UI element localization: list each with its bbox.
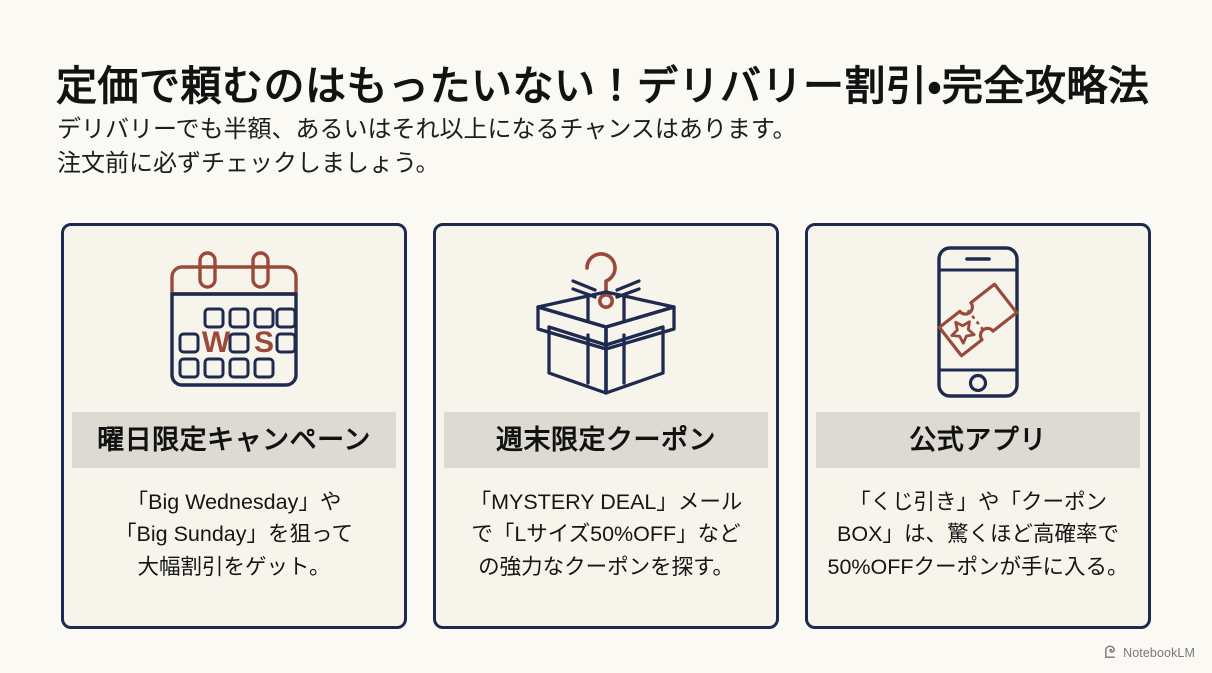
card-body: 「くじ引き」や「クーポン BOX」は、驚くほど高確率で 50%OFFクーポンが手… — [808, 468, 1148, 626]
cards-row: W S 曜日限定キャンペーン 「Big Wednesday」や 「Big Sun… — [61, 223, 1151, 629]
card-body-line: の強力なクーポンを探す。 — [478, 554, 734, 579]
mystery-gift-box-icon — [536, 251, 676, 395]
subtitle-block: デリバリーでも半額、あるいはそれ以上になるチャンスはあります。 注文前に必ずチェ… — [57, 113, 1147, 181]
ticket-shape — [937, 282, 1019, 358]
card-weekday-campaign[interactable]: W S 曜日限定キャンペーン 「Big Wednesday」や 「Big Sun… — [61, 223, 407, 629]
card-title: 公式アプリ — [909, 424, 1047, 455]
card-official-app[interactable]: 公式アプリ 「くじ引き」や「クーポン BOX」は、驚くほど高確率で 50%OFF… — [805, 223, 1151, 629]
calendar-icon-wrap: W S — [64, 226, 404, 412]
card-body-line: 「くじ引き」や「クーポン — [848, 490, 1107, 514]
card-body-line: 「Big Sunday」を狙って — [115, 522, 353, 547]
card-body-line: 「Big Wednesday」や — [126, 490, 342, 514]
smartphone-coupon-icon-wrap — [808, 226, 1148, 412]
smartphone-coupon-icon — [937, 246, 1019, 398]
card-title-band: 週末限定クーポン — [444, 412, 768, 468]
card-title: 週末限定クーポン — [496, 424, 716, 455]
notebooklm-watermark: NotebookLM — [1103, 645, 1195, 660]
card-body: 「MYSTERY DEAL」メール で「Lサイズ50%OFF」など の強力なクー… — [436, 468, 776, 626]
card-body-line: 大幅割引をゲット。 — [137, 554, 331, 579]
subtitle-line-1: デリバリーでも半額、あるいはそれ以上になるチャンスはあります。 — [57, 116, 797, 143]
page-title: 定価で頼むのはもったいない！デリバリー割引・完全攻略法 — [56, 63, 1150, 110]
svg-text:W: W — [202, 326, 231, 359]
card-title: 曜日限定キャンペーン — [97, 424, 371, 455]
watermark-label: NotebookLM — [1123, 645, 1195, 660]
card-body-line: 「MYSTERY DEAL」メール — [469, 490, 743, 514]
card-title-band: 公式アプリ — [816, 412, 1140, 468]
svg-text:S: S — [254, 326, 274, 359]
notebooklm-icon — [1105, 645, 1116, 658]
card-body: 「Big Wednesday」や 「Big Sunday」を狙って 大幅割引をゲ… — [64, 468, 404, 626]
mystery-gift-box-icon-wrap — [436, 226, 776, 412]
subtitle-line-2: 注文前に必ずチェックしましょう。 — [57, 150, 440, 178]
calendar-icon: W S — [170, 251, 298, 387]
card-title-band: 曜日限定キャンペーン — [72, 412, 396, 468]
card-body-line: BOX」は、驚くほど高確率で — [837, 522, 1119, 547]
card-body-line: 50%OFFクーポンが手に入る。 — [827, 554, 1129, 579]
card-weekend-coupon[interactable]: 週末限定クーポン 「MYSTERY DEAL」メール で「Lサイズ50%OFF」… — [433, 223, 779, 629]
card-body-line: で「Lサイズ50%OFF」など — [471, 522, 741, 547]
